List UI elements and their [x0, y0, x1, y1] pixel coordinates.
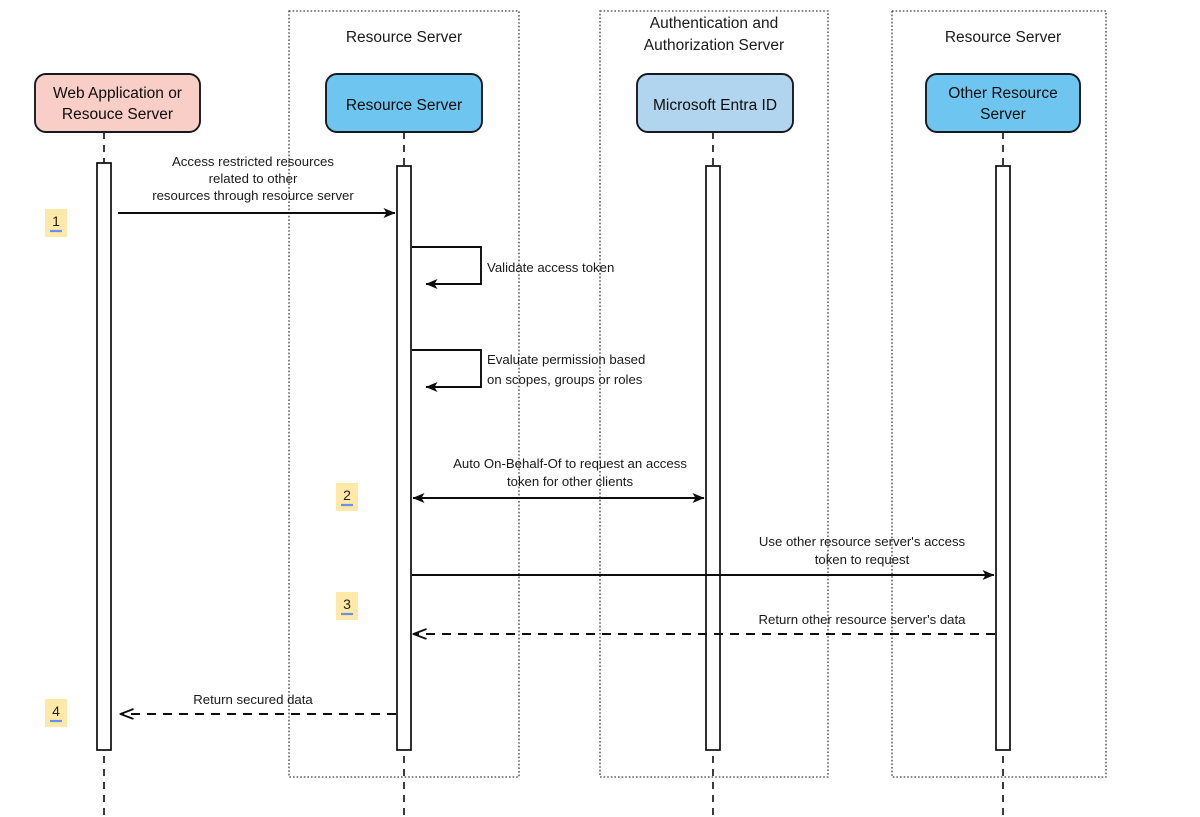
message-evaluate-permission-label-line2: on scopes, groups or roles — [487, 372, 643, 387]
activation-other-resource-server — [995, 165, 1011, 751]
message-validate-access-token: Validate access token — [412, 246, 614, 289]
actor-resource-server-label: Resource Server — [346, 97, 462, 114]
message-return-other-resource-data-label: Return other resource server's data — [758, 612, 966, 627]
step-badge-3[interactable]: 3 — [336, 592, 358, 620]
message-1-label-line2: related to other — [209, 171, 298, 186]
message-1-label-line3: resources through resource server — [152, 188, 354, 203]
message-4-label: Return secured data — [193, 692, 313, 707]
actor-other-resource-server[interactable]: Other Resource Server — [925, 73, 1081, 133]
message-1-label-line1: Access restricted resources — [172, 154, 334, 169]
message-3-label-line1: Use other resource server's access — [759, 534, 966, 549]
actor-microsoft-entra-id[interactable]: Microsoft Entra ID — [636, 73, 794, 133]
actor-resource-server[interactable]: Resource Server — [325, 73, 483, 133]
actor-other-resource-server-label-line1: Other Resource — [948, 85, 1057, 102]
message-evaluate-permission-label-line1: Evaluate permission based — [487, 352, 645, 367]
group-auth-server-label-line1: Authentication and — [650, 15, 778, 32]
group-resource-server-label: Resource Server — [346, 29, 462, 46]
actor-web-application-label-line1: Web Application or — [53, 85, 182, 102]
group-auth-server-label-line2: Authorization Server — [644, 37, 784, 54]
step-badge-1-number: 1 — [52, 213, 60, 229]
message-3-label-line2: token to request — [815, 552, 910, 567]
group-resource-server: Resource Server — [288, 10, 520, 778]
actor-web-application-label-line2: Resouce Server — [62, 106, 173, 123]
group-other-resource-server: Resource Server — [891, 10, 1107, 778]
step-badge-2[interactable]: 2 — [336, 483, 358, 511]
activation-microsoft-entra-id — [705, 165, 721, 751]
group-auth-server: Authentication and Authorization Server — [599, 10, 829, 778]
actor-other-resource-server-label-line2: Server — [980, 106, 1026, 123]
message-4-return-secured-data: Return secured data — [121, 692, 396, 714]
step-badge-1[interactable]: 1 — [45, 209, 67, 237]
step-badge-4[interactable]: 4 — [45, 699, 67, 727]
actor-microsoft-entra-id-label: Microsoft Entra ID — [653, 97, 777, 114]
activation-web-application — [96, 162, 112, 751]
step-badge-4-number: 4 — [52, 703, 60, 719]
message-evaluate-permission: Evaluate permission based on scopes, gro… — [412, 349, 645, 392]
step-badge-3-number: 3 — [343, 596, 351, 612]
activation-resource-server — [396, 165, 412, 751]
message-validate-access-token-arrow — [412, 246, 482, 289]
message-1-access-restricted-resources: Access restricted resources related to o… — [118, 154, 396, 218]
message-3-use-other-resource-token: Use other resource server's access token… — [412, 534, 995, 580]
message-validate-access-token-label: Validate access token — [487, 260, 614, 275]
group-other-resource-server-label: Resource Server — [945, 29, 1061, 46]
message-evaluate-permission-arrow — [412, 349, 482, 392]
message-2-auto-on-behalf-of: Auto On-Behalf-Of to request an access t… — [412, 456, 705, 503]
message-2-label-line1: Auto On-Behalf-Of to request an access — [453, 456, 687, 471]
actor-web-application[interactable]: Web Application or Resouce Server — [34, 73, 201, 133]
message-return-other-resource-data: Return other resource server's data — [414, 612, 995, 634]
step-badge-2-number: 2 — [343, 487, 351, 503]
message-2-label-line2: token for other clients — [507, 474, 633, 489]
